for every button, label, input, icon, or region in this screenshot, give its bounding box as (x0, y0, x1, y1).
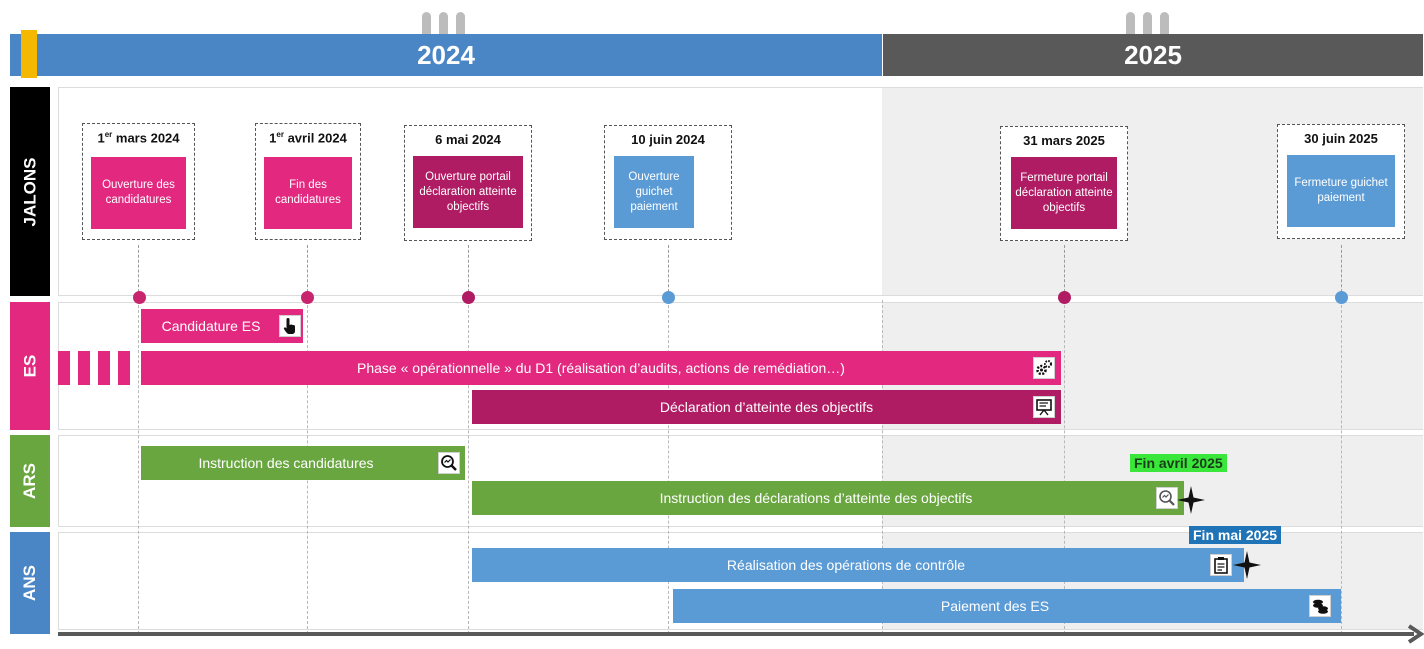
lane-label-jalons: JALONS (10, 87, 50, 296)
milestone-box: Fermeture portail déclaration atteinte o… (1011, 157, 1117, 229)
sparkle-star-icon (1177, 486, 1205, 514)
dash-block (98, 351, 110, 385)
deadline-tag-mai: Fin mai 2025 (1189, 526, 1282, 544)
bar-label: Réalisation des opérations de contrôle (726, 557, 966, 573)
bar-label: Instruction des déclarations d’atteinte … (659, 490, 973, 506)
milestone-card: 6 mai 2024 Ouverture portail déclaration… (404, 125, 532, 241)
dash-block (118, 351, 130, 385)
bar-declaration-atteinte: Déclaration d’atteinte des objectifs (472, 390, 1061, 424)
binder-rings-2025 (1126, 12, 1169, 38)
milestone-card: 1er mars 2024 Ouverture des candidatures (82, 123, 195, 240)
milestone-box: Fermeture guichet paiement (1287, 155, 1395, 227)
milestone-dot (1058, 291, 1071, 304)
milestone-date: 31 mars 2025 (1023, 133, 1105, 148)
guide-line (1341, 245, 1342, 297)
bar-label: Instruction des candidatures (198, 455, 374, 471)
milestone-box: Fin des candidatures (264, 157, 352, 229)
bar-phase-operationnelle: Phase « opérationnelle » du D1 (réalisat… (141, 351, 1061, 385)
milestone-box: Ouverture portail déclaration atteinte o… (413, 156, 523, 228)
coins-stack-icon (1309, 595, 1331, 617)
milestone-dot (301, 291, 314, 304)
bar-instruction-candidatures: Instruction des candidatures (141, 446, 465, 480)
magnifier-chart-icon (1156, 487, 1178, 509)
binder-rings-2024 (422, 12, 465, 38)
bar-label: Paiement des ES (940, 598, 1050, 614)
bar-instruction-declarations: Instruction des déclarations d’atteinte … (472, 481, 1184, 515)
time-axis (58, 632, 1414, 636)
bar-label: Candidature ES (161, 318, 261, 334)
guide-line (1064, 300, 1065, 634)
guide-line (1341, 300, 1342, 634)
milestone-date: 1er mars 2024 (97, 130, 180, 146)
clipboard-checklist-icon (1210, 554, 1232, 576)
guide-line (668, 300, 669, 634)
magnifier-chart-icon (438, 452, 460, 474)
guide-line (138, 245, 139, 297)
today-marker (21, 30, 37, 78)
bar-label: Déclaration d’atteinte des objectifs (659, 399, 874, 415)
lane-label-ans: ANS (10, 532, 50, 634)
dash-block (58, 351, 70, 385)
milestone-date: 6 mai 2024 (435, 132, 501, 147)
milestone-card: 30 juin 2025 Fermeture guichet paiement (1277, 124, 1405, 239)
milestone-box: Ouverture des candidatures (91, 157, 186, 229)
milestone-dot (662, 291, 675, 304)
bar-candidature-es: Candidature ES (141, 309, 303, 343)
sparkle-star-icon (1233, 551, 1261, 579)
guide-line (882, 300, 883, 634)
milestone-card: 10 juin 2024 Ouverture guichet paiement (604, 125, 732, 240)
hand-pointer-icon (279, 315, 301, 337)
milestone-dot (462, 291, 475, 304)
guide-line (307, 245, 308, 297)
gears-icon (1033, 357, 1055, 379)
dash-block (78, 351, 90, 385)
milestone-dot (133, 291, 146, 304)
milestone-card: 31 mars 2025 Fermeture portail déclarati… (1000, 126, 1128, 241)
guide-line (668, 245, 669, 297)
milestone-box: Ouverture guichet paiement (614, 156, 694, 228)
bar-label: Phase « opérationnelle » du D1 (réalisat… (357, 360, 845, 376)
guide-line (1064, 245, 1065, 297)
presentation-board-icon (1033, 396, 1055, 418)
milestone-date: 10 juin 2024 (631, 132, 705, 147)
axis-arrow-icon (1407, 624, 1424, 644)
bar-paiement-es: Paiement des ES (673, 589, 1341, 623)
milestone-date: 1er avril 2024 (269, 130, 347, 146)
guide-line (468, 245, 469, 297)
year-bar-2024: 2024 (10, 34, 882, 76)
guide-line (138, 300, 139, 634)
milestone-dot (1335, 291, 1348, 304)
guide-line (468, 300, 469, 634)
year-label: 2024 (417, 39, 475, 70)
milestone-date: 30 juin 2025 (1304, 131, 1378, 146)
lane-label-ars: ARS (10, 435, 50, 527)
deadline-tag-avril: Fin avril 2025 (1130, 454, 1227, 472)
year-bar-2025: 2025 (883, 34, 1423, 76)
lane-label-es: ES (10, 302, 50, 430)
milestone-card: 1er avril 2024 Fin des candidatures (255, 123, 361, 240)
bar-operations-controle: Réalisation des opérations de contrôle (472, 548, 1244, 582)
year-label: 2025 (1124, 39, 1182, 70)
